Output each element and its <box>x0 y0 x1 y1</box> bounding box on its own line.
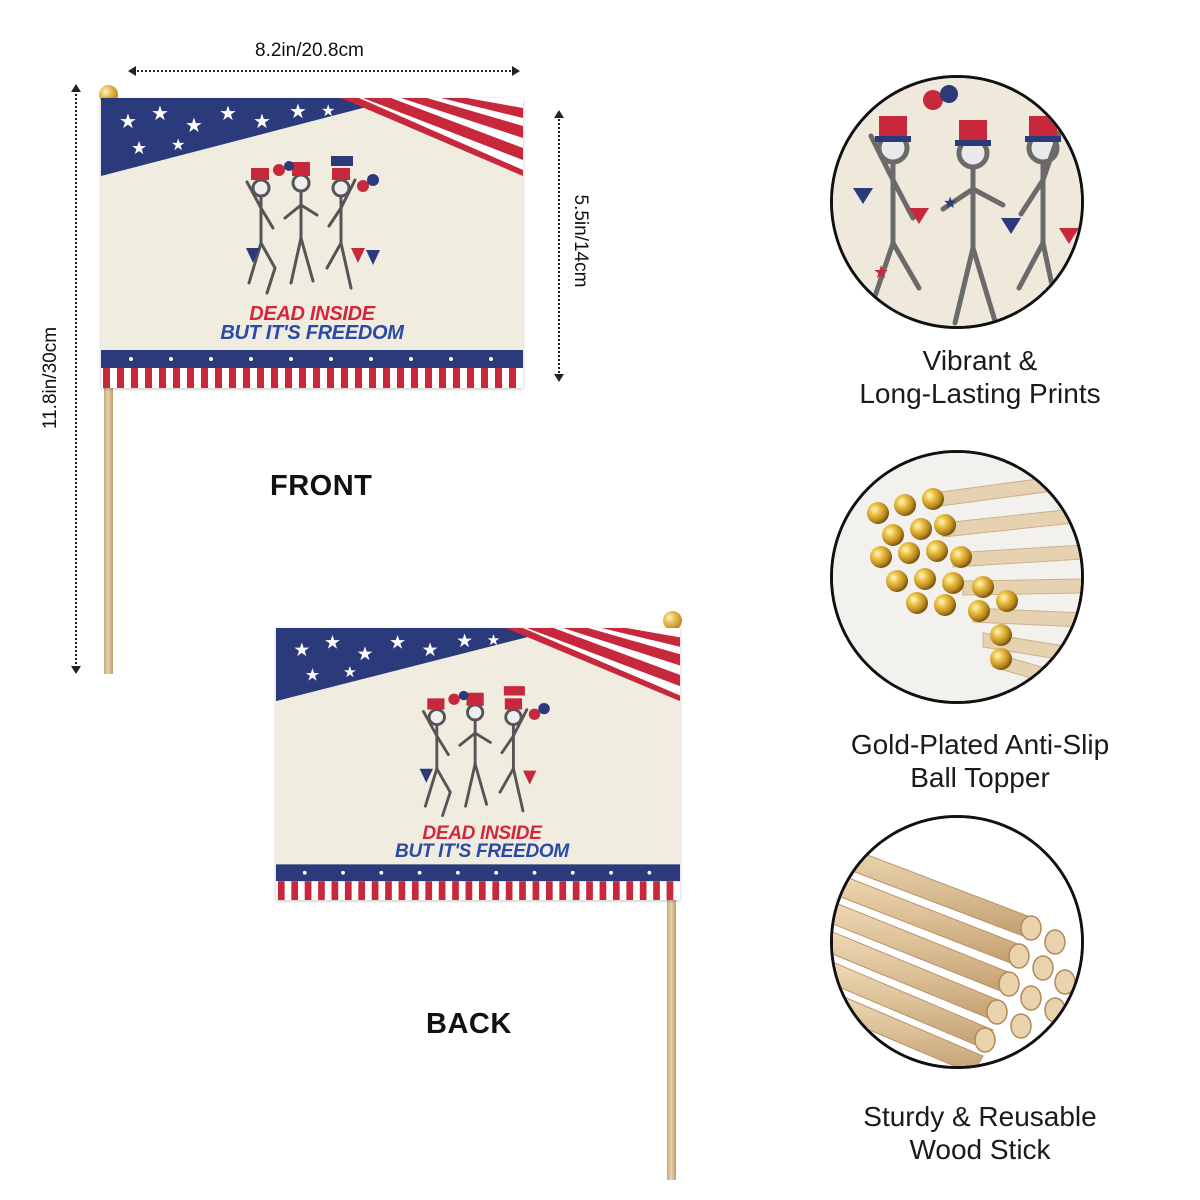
svg-text:★: ★ <box>487 631 501 649</box>
svg-text:★: ★ <box>185 113 203 137</box>
svg-text:★: ★ <box>219 101 237 125</box>
front-flag-text-line2: BUT IT'S FREEDOM <box>220 322 404 344</box>
svg-text:★: ★ <box>389 632 406 654</box>
feature-caption-stick-line2: Wood Stick <box>909 1134 1051 1165</box>
svg-text:★: ★ <box>356 643 373 665</box>
svg-text:★: ★ <box>289 99 307 123</box>
svg-text:★: ★ <box>253 109 271 133</box>
feature-caption-topper-line1: Gold-Plated Anti-Slip <box>850 729 1110 760</box>
gold-ball-toppers-icon <box>830 450 1084 704</box>
arrow-left-icon <box>128 66 136 76</box>
back-gold-ball-icon <box>663 611 682 630</box>
wood-sticks-icon <box>830 815 1084 1069</box>
svg-text:★: ★ <box>324 632 341 654</box>
back-flag: ★ ★ ★ ★ ★ ★ ★ ★ ★ <box>276 628 680 900</box>
svg-text:★: ★ <box>343 663 357 681</box>
front-flag: ★ ★ ★ ★ ★ ★ ★ ★ ★ <box>101 98 523 388</box>
front-label: FRONT <box>270 470 373 502</box>
svg-text:★: ★ <box>119 109 137 133</box>
total-height-label: 11.8in/30cm <box>40 326 61 430</box>
width-label: 8.2in/20.8cm <box>255 40 364 61</box>
arrow-up-icon <box>71 84 81 92</box>
arrow-down-icon <box>71 666 81 674</box>
feature-caption-prints: Vibrant & Long-Lasting Prints <box>810 344 1150 410</box>
arrow-down-icon <box>554 374 564 382</box>
svg-text:★: ★ <box>171 135 185 154</box>
back-label: BACK <box>426 1008 512 1040</box>
svg-text:★: ★ <box>321 101 335 120</box>
feature-caption-stick: Sturdy & Reusable Wood Stick <box>810 1100 1150 1166</box>
back-flag-artwork: ★ ★ ★ ★ ★ ★ ★ ★ ★ <box>276 628 680 900</box>
arrow-up-icon <box>554 110 564 118</box>
feature-caption-prints-line1: Vibrant & <box>922 345 1038 376</box>
back-wood-stick <box>667 620 676 1180</box>
feature-caption-topper-line2: Ball Topper <box>910 762 1050 793</box>
svg-text:★: ★ <box>305 666 320 686</box>
front-flag-text-line1: DEAD INSIDE <box>249 303 375 325</box>
svg-text:★: ★ <box>456 630 473 652</box>
skeleton-print-closeup-icon: ★ ★ <box>830 75 1084 329</box>
svg-text:★: ★ <box>422 639 439 661</box>
svg-text:★: ★ <box>293 639 310 661</box>
svg-text:★: ★ <box>873 262 889 283</box>
flag-height-label: 5.5in/14cm <box>570 194 591 288</box>
svg-text:★: ★ <box>151 101 169 125</box>
back-flag-text-line1: DEAD INSIDE <box>422 823 542 844</box>
feature-caption-prints-line2: Long-Lasting Prints <box>859 378 1101 409</box>
svg-text:★: ★ <box>943 193 957 212</box>
front-flag-artwork: ★ ★ ★ ★ ★ ★ ★ ★ ★ <box>101 98 523 388</box>
feature-caption-topper: Gold-Plated Anti-Slip Ball Topper <box>810 728 1150 794</box>
svg-text:★: ★ <box>131 138 147 159</box>
feature-caption-stick-line1: Sturdy & Reusable <box>863 1101 1097 1132</box>
arrow-right-icon <box>512 66 520 76</box>
back-flag-text-line2: BUT IT'S FREEDOM <box>395 841 569 862</box>
